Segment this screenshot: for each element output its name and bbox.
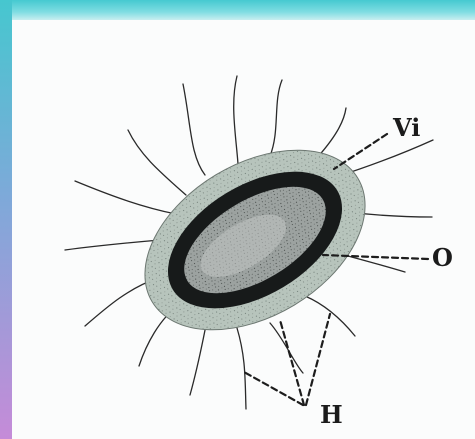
flagellum [270, 80, 282, 156]
o-label: O [432, 243, 453, 272]
flagellum [270, 323, 303, 373]
flagellum [234, 76, 238, 164]
h-leader-line [280, 320, 304, 405]
h-leader-line [244, 372, 303, 405]
h-leader-line [306, 314, 330, 405]
vi-label: Vi [392, 113, 420, 142]
flagellum [75, 181, 176, 214]
flagellum [183, 84, 205, 175]
flagellum [237, 328, 246, 409]
bacterium-body [113, 113, 397, 367]
h-label: H [320, 400, 343, 429]
flagellum [65, 240, 160, 250]
flagellum [128, 130, 186, 195]
flagellum [190, 320, 207, 395]
vi-leader-line [334, 134, 387, 169]
